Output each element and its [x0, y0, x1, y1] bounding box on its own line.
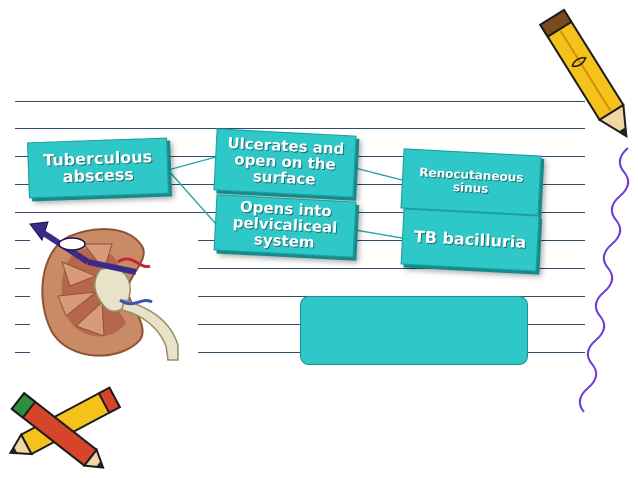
ruled-line [15, 101, 585, 102]
empty-box [300, 296, 528, 365]
kidney-illustration [29, 221, 198, 362]
pencil-icon [538, 8, 628, 139]
squiggle-line [578, 147, 630, 413]
ruled-line [15, 128, 585, 129]
ruled-line [15, 296, 585, 297]
ruled-line [15, 268, 585, 269]
crossed-pencils-icon [8, 386, 122, 469]
